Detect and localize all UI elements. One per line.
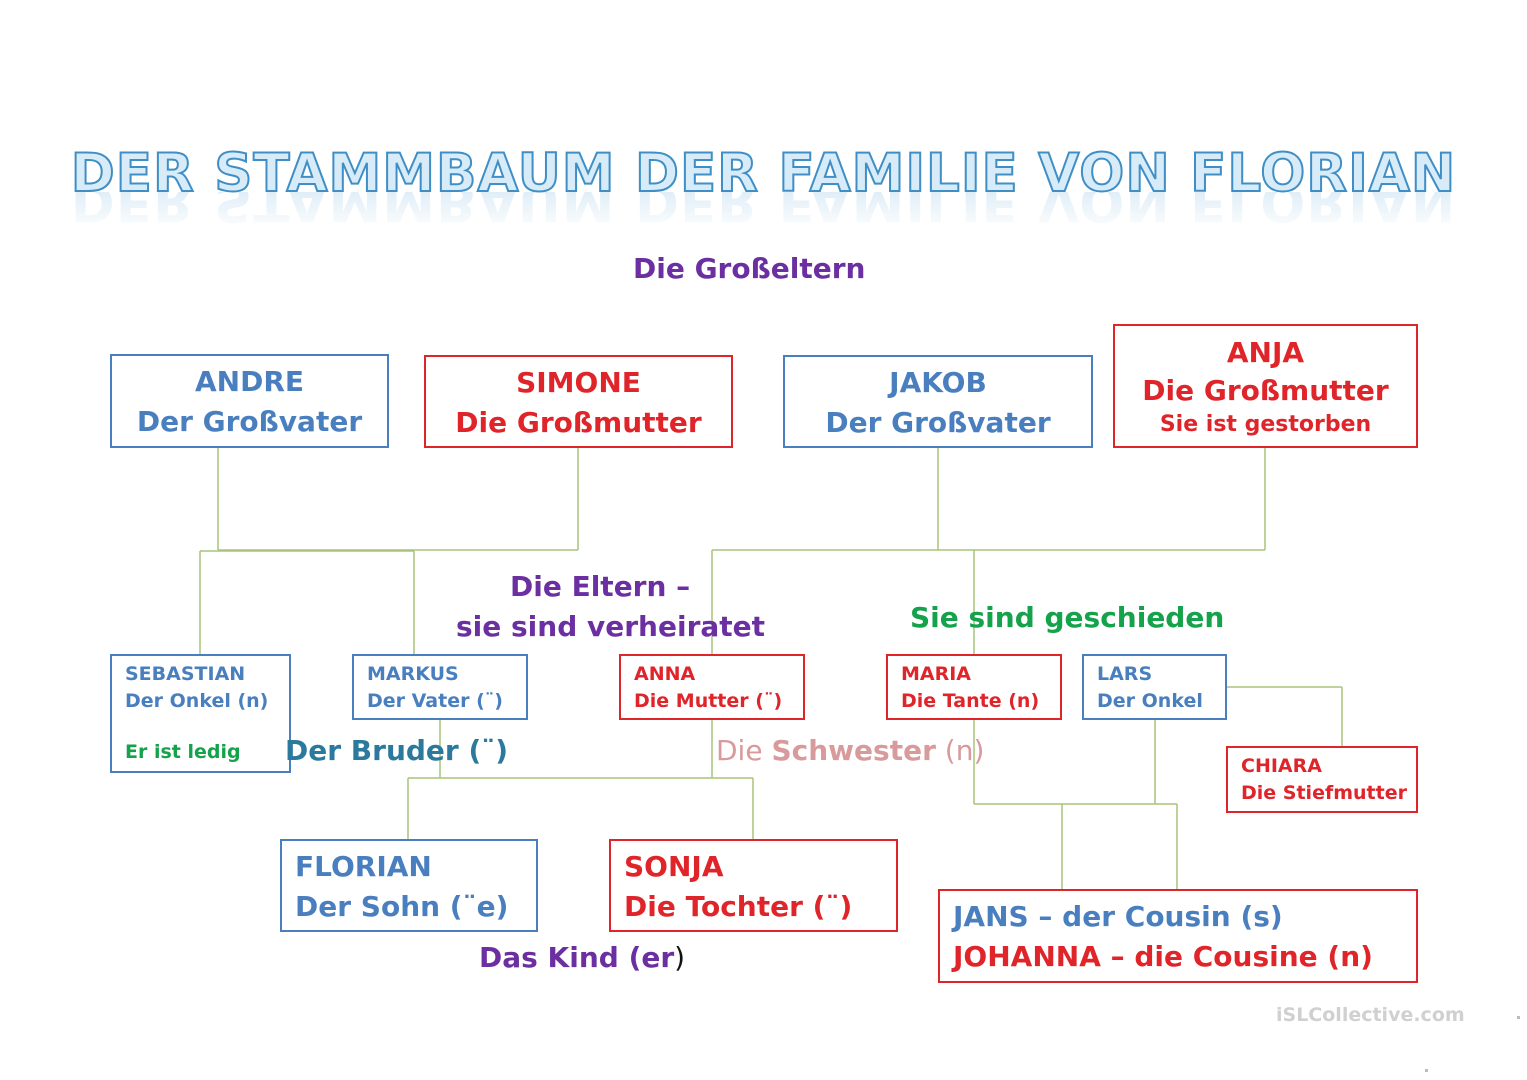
markus-box: MARKUS Der Vater (¨): [352, 654, 528, 720]
markus-role: Der Vater (¨): [367, 690, 503, 712]
page-title: DER STAMMBAUM DER FAMILIE VON FLORIAN: [70, 142, 1457, 205]
anja-note: Sie ist gestorben: [1159, 412, 1372, 437]
andre-box: ANDRE Der Großvater: [110, 354, 389, 448]
cousin-jans: JANS – der Cousin (s): [953, 900, 1283, 933]
sebastian-role: Der Onkel (n): [125, 690, 269, 712]
parents-label-line1: Die Eltern –: [510, 570, 691, 603]
sister-label-part3: (n): [935, 734, 985, 767]
sister-label-part2: Schwester: [771, 734, 936, 767]
jakob-name: JAKOB: [889, 366, 987, 399]
lars-role: Der Onkel: [1097, 690, 1203, 712]
anna-role: Die Mutter (¨): [634, 690, 783, 712]
florian-box: FLORIAN Der Sohn (¨e): [280, 839, 538, 932]
simone-name: SIMONE: [516, 366, 641, 399]
maria-box: MARIA Die Tante (n): [886, 654, 1062, 720]
chiara-box: CHIARA Die Stiefmutter: [1226, 746, 1418, 813]
simone-role: Die Großmutter: [455, 406, 702, 439]
sebastian-box: SEBASTIAN Der Onkel (n) Er ist ledig: [110, 654, 291, 773]
andre-name: ANDRE: [194, 365, 305, 398]
brother-label: Der Bruder (¨): [285, 734, 509, 767]
anna-name: ANNA: [634, 663, 696, 685]
maria-role: Die Tante (n): [901, 690, 1040, 712]
sonja-role: Die Tochter (¨): [624, 890, 853, 923]
markus-name: MARKUS: [367, 663, 459, 685]
sister-label-part1: Die: [716, 734, 772, 767]
anna-box: ANNA Die Mutter (¨): [619, 654, 805, 720]
sebastian-name: SEBASTIAN: [125, 663, 246, 685]
parents-label-line2: sie sind verheiratet: [456, 610, 766, 643]
lars-box: LARS Der Onkel: [1082, 654, 1227, 720]
sonja-name: SONJA: [624, 850, 724, 883]
sonja-box: SONJA Die Tochter (¨): [609, 839, 898, 932]
maria-name: MARIA: [901, 663, 972, 685]
andre-role: Der Großvater: [136, 405, 363, 438]
anja-name: ANJA: [1226, 336, 1305, 369]
sister-label: Die Schwester (n): [716, 734, 984, 767]
florian-name: FLORIAN: [295, 850, 432, 883]
child-label-part1: Das Kind (er: [479, 941, 675, 974]
anja-box: ANJA Die Großmutter Sie ist gestorben: [1113, 324, 1418, 448]
child-label-part2: ): [674, 941, 686, 974]
cousin-johanna: JOHANNA – die Cousine (n): [953, 940, 1373, 973]
jakob-role: Der Großvater: [825, 406, 1051, 439]
lars-name: LARS: [1097, 663, 1153, 685]
jakob-box: JAKOB Der Großvater: [783, 355, 1093, 448]
divorced-label: Sie sind geschieden: [910, 601, 1225, 634]
chiara-role: Die Stiefmutter: [1241, 782, 1407, 804]
simone-box: SIMONE Die Großmutter: [424, 355, 733, 448]
sebastian-note: Er ist ledig: [125, 741, 241, 763]
child-label: Das Kind (er): [479, 941, 685, 974]
florian-role: Der Sohn (¨e): [295, 890, 509, 923]
dot-mark: [1517, 1016, 1520, 1019]
title-reflection: DER STAMMBAUM DER FAMILIE VON FLORIAN: [70, 192, 1457, 232]
cousins-box: JANS – der Cousin (s) JOHANNA – die Cous…: [938, 889, 1418, 983]
watermark: iSLCollective.com: [1276, 1004, 1465, 1026]
chiara-name: CHIARA: [1241, 755, 1322, 777]
dot-mark: [1425, 1069, 1428, 1072]
anja-role: Die Großmutter: [1142, 374, 1389, 407]
grandparents-label: Die Großeltern: [633, 252, 866, 285]
